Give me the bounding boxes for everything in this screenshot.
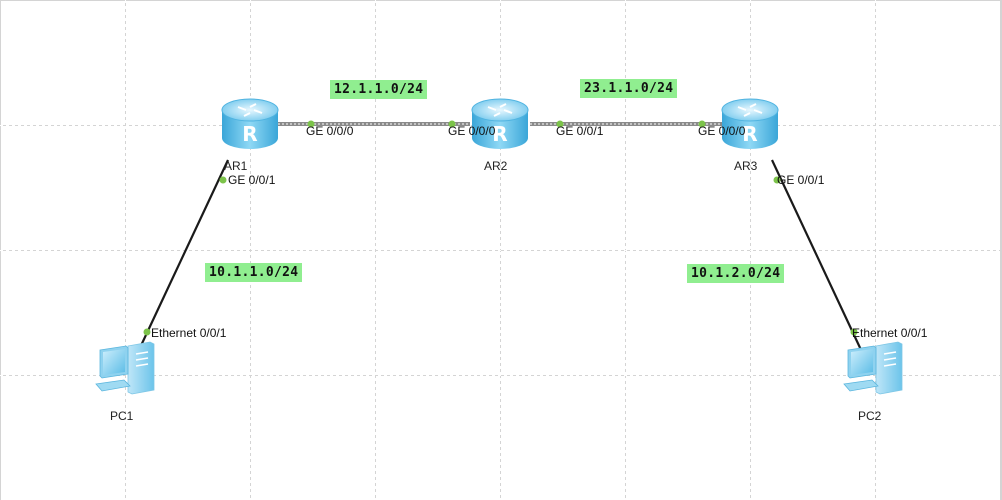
port-dot-ar2-ge000 [448, 120, 456, 128]
pc-pc2[interactable] [842, 340, 906, 398]
network-label-ar1-pc1: 10.1.1.0/24 [205, 263, 303, 282]
svg-text:R: R [492, 122, 507, 146]
pc-icon [843, 341, 903, 395]
network-label-ar1-ar2: 12.1.1.0/24 [330, 80, 428, 99]
port-label-pc2-eth: Ethernet 0/0/1 [852, 326, 928, 340]
port-label-ar3-ge000: GE 0/0/0 [698, 124, 746, 138]
router-icon: R [471, 98, 529, 149]
router-icon: R [221, 98, 279, 149]
port-dot-ar1-ge000 [307, 120, 315, 128]
network-label-ar2-ar3: 23.1.1.0/24 [580, 79, 678, 98]
port-label-ar2-ge001: GE 0/0/1 [556, 124, 604, 138]
router-ar2[interactable]: R [468, 94, 532, 154]
port-dot-ar2-ge001 [556, 120, 564, 128]
pc-pc1[interactable] [94, 340, 158, 398]
port-dot-ar3-ge001 [773, 176, 781, 184]
router-ar3[interactable]: R [718, 94, 782, 154]
port-label-ar1-ge000: GE 0/0/0 [306, 124, 354, 138]
device-label-pc2: PC2 [858, 409, 882, 423]
pc-icon [95, 341, 155, 395]
svg-text:R: R [242, 122, 257, 146]
port-label-ar2-ge000: GE 0/0/0 [448, 124, 496, 138]
port-dot-ar3-ge000 [698, 120, 706, 128]
port-dot-pc1-eth [143, 328, 151, 336]
device-label-ar3: AR3 [734, 159, 758, 173]
device-label-ar2: AR2 [484, 159, 508, 173]
device-label-pc1: PC1 [110, 409, 134, 423]
port-dot-pc2-eth [850, 328, 858, 336]
svg-text:R: R [742, 122, 757, 146]
port-label-pc1-eth: Ethernet 0/0/1 [151, 326, 227, 340]
port-dot-ar1-ge001 [219, 176, 227, 184]
router-ar1[interactable]: R [218, 94, 282, 154]
link-ar1-pc1[interactable] [137, 159, 229, 353]
device-label-ar1: AR1 [224, 159, 248, 173]
link-ar3-pc2[interactable] [771, 159, 863, 353]
network-label-ar3-pc2: 10.1.2.0/24 [687, 264, 785, 283]
port-label-ar1-ge001: GE 0/0/1 [228, 173, 276, 187]
port-label-ar3-ge001: GE 0/0/1 [777, 173, 825, 187]
router-icon: R [721, 98, 779, 149]
